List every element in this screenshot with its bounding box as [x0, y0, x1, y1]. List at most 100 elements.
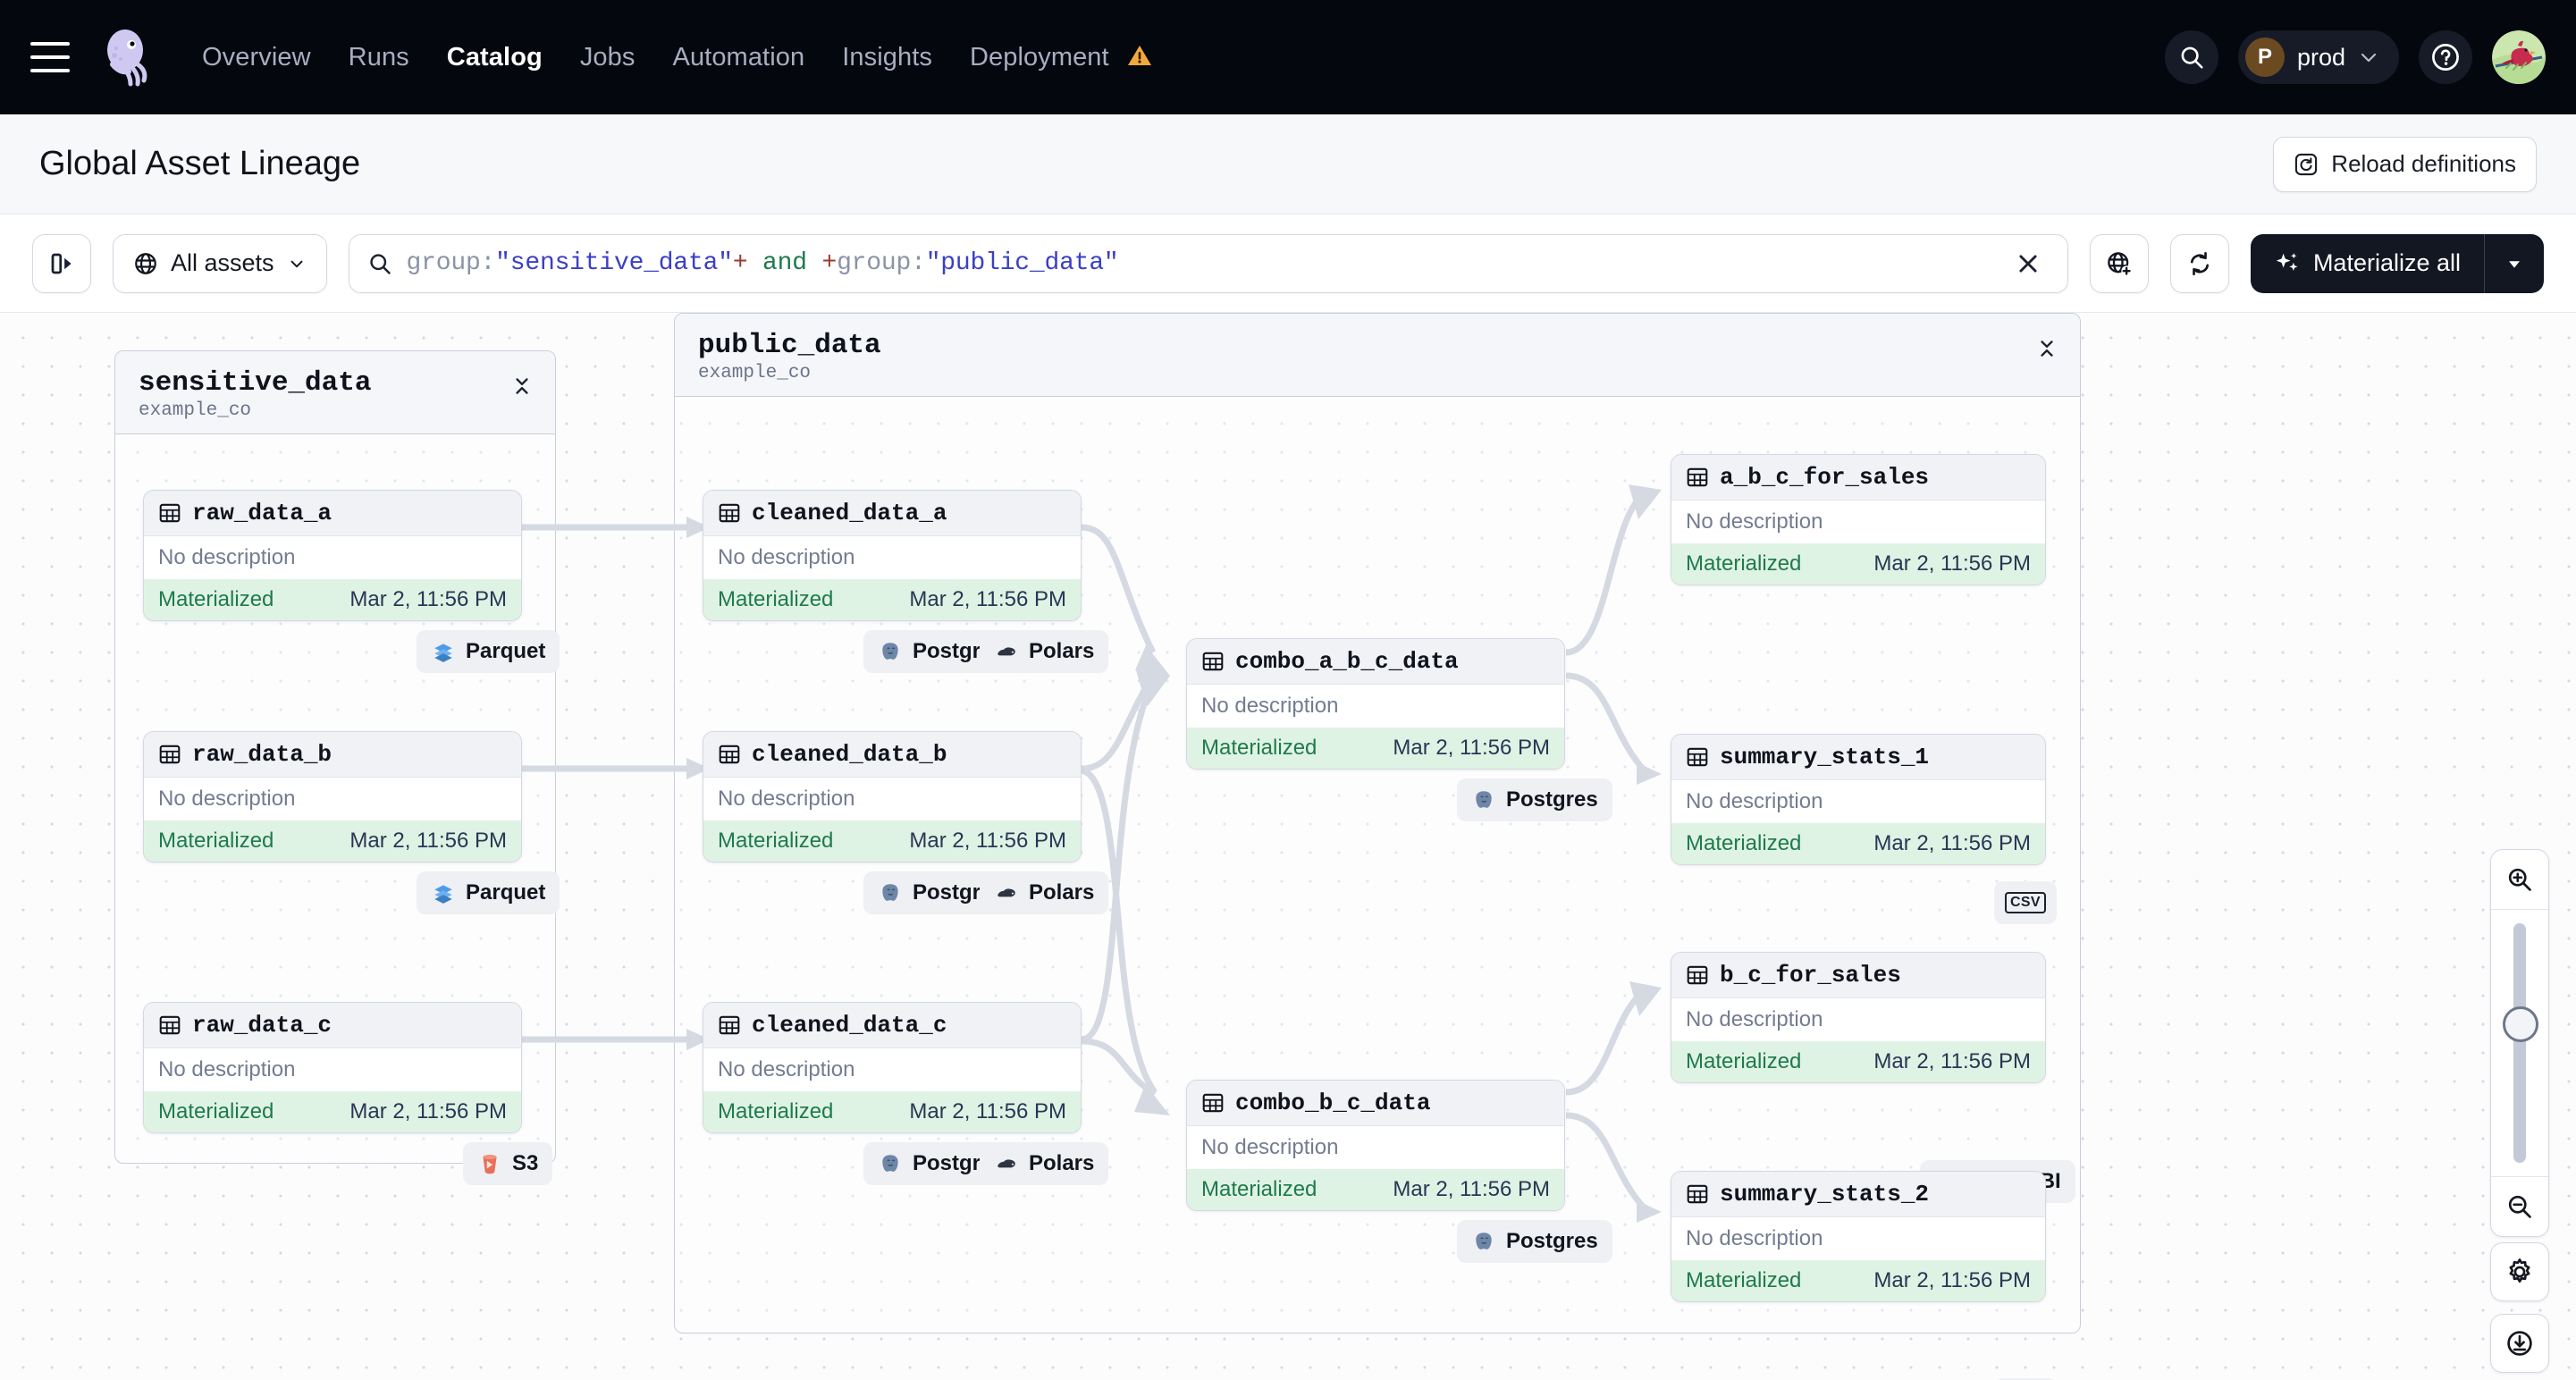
asset-tag-polars[interactable]: Polars: [980, 1142, 1109, 1185]
sidebar-toggle-button[interactable]: [32, 233, 91, 293]
nav-link-catalog[interactable]: Catalog: [446, 42, 543, 72]
materialize-options-button[interactable]: [2485, 234, 2544, 293]
asset-node-status: Materialized Mar 2, 11:56 PM: [1187, 1169, 1564, 1210]
user-avatar[interactable]: [2492, 30, 2546, 84]
asset-node-name: raw_data_a: [192, 500, 333, 526]
global-search-button[interactable]: [2164, 30, 2218, 84]
query-token-plus-2: +: [821, 249, 838, 277]
asset-node-summary-stats-1[interactable]: summary_stats_1 No description Materiali…: [1671, 734, 2046, 865]
reload-definitions-button[interactable]: Reload definitions: [2273, 136, 2537, 192]
asset-query-input[interactable]: group:"sensitive_data"+ and +group:"publ…: [348, 233, 2068, 293]
fit-to-view-button[interactable]: [2490, 1314, 2549, 1373]
asset-node-status-label: Materialized: [158, 587, 274, 611]
globe-add-button[interactable]: [2089, 233, 2149, 293]
asset-tag-csv[interactable]: CSV: [1994, 881, 2057, 924]
asset-node-raw-data-a[interactable]: raw_data_a No description Materialized M…: [143, 490, 522, 621]
lineage-toolbar: All assets group:"sensitive_data"+ and +…: [0, 215, 2576, 313]
asset-tag-polars[interactable]: Polars: [980, 630, 1109, 673]
help-button[interactable]: [2419, 30, 2472, 84]
asset-tag-csv[interactable]: CSV: [1994, 1378, 2057, 1380]
asset-lineage-canvas[interactable]: sensitive_data example_co public_data ex…: [0, 313, 2576, 1380]
asset-node-timestamp: Mar 2, 11:56 PM: [349, 829, 507, 853]
asset-node-name: combo_b_c_data: [1235, 1090, 1431, 1116]
caret-down-icon: [2509, 260, 2520, 268]
deployment-selector[interactable]: P prod: [2237, 30, 2399, 84]
nav-link-runs[interactable]: Runs: [348, 42, 409, 72]
asset-node-status: Materialized Mar 2, 11:56 PM: [144, 579, 521, 620]
asset-group-collapse-button[interactable]: [2035, 337, 2058, 365]
asset-node-timestamp: Mar 2, 11:56 PM: [1873, 551, 2031, 576]
zoom-slider-handle[interactable]: [2503, 1006, 2538, 1042]
asset-node-raw-data-b[interactable]: raw_data_b No description Materialized M…: [143, 731, 522, 862]
nav-link-insights[interactable]: Insights: [842, 42, 932, 72]
asset-node-timestamp: Mar 2, 11:56 PM: [909, 1099, 1066, 1123]
zoom-controls[interactable]: [2490, 849, 2549, 1237]
asset-group-name: public_data: [698, 330, 881, 361]
zoom-in-button[interactable]: [2491, 850, 2548, 909]
asset-node-cleaned-data-c[interactable]: cleaned_data_c No description Materializ…: [703, 1002, 1082, 1133]
asset-tag-postgres[interactable]: Postgres: [1457, 1220, 1612, 1263]
refresh-graph-button[interactable]: [2169, 233, 2229, 293]
asset-scope-dropdown[interactable]: All assets: [113, 233, 327, 293]
asset-tag-label: Polars: [1029, 1151, 1095, 1175]
dagster-logo[interactable]: [95, 25, 159, 89]
zoom-in-icon: [2508, 868, 2531, 891]
asset-node-name: raw_data_c: [192, 1012, 333, 1039]
zoom-slider-rail: [2513, 923, 2526, 1163]
materialize-all-button[interactable]: Materialize all: [2250, 233, 2544, 293]
asset-node-description: No description: [703, 1048, 1081, 1091]
asset-node-timestamp: Mar 2, 11:56 PM: [1393, 736, 1550, 760]
query-token-string-2: "public_data": [925, 249, 1119, 277]
zoom-slider[interactable]: [2491, 909, 2548, 1177]
graph-settings-button[interactable]: [2490, 1242, 2549, 1301]
nav-link-deployment[interactable]: Deployment: [970, 43, 1152, 72]
asset-node-a-b-c-for-sales[interactable]: a_b_c_for_sales No description Materiali…: [1671, 454, 2046, 585]
zoom-out-button[interactable]: [2491, 1177, 2548, 1236]
chevron-down-icon: [290, 260, 303, 267]
asset-tag-label: S3: [512, 1151, 539, 1175]
asset-node-description: No description: [1671, 1217, 2045, 1260]
collapse-icon: [2041, 341, 2053, 357]
asset-node-raw-data-c[interactable]: raw_data_c No description Materialized M…: [143, 1002, 522, 1133]
top-navigation-bar: Overview Runs Catalog Jobs Automation In…: [0, 0, 2576, 114]
asset-node-status-label: Materialized: [158, 1099, 274, 1123]
asset-node-combo-a-b-c-data[interactable]: combo_a_b_c_data No description Material…: [1186, 638, 1565, 770]
nav-right-cluster: P prod: [2164, 0, 2546, 114]
deployment-name: prod: [2296, 43, 2345, 71]
nav-link-overview[interactable]: Overview: [202, 42, 311, 72]
asset-node-name: summary_stats_2: [1720, 1181, 1930, 1208]
nav-link-automation[interactable]: Automation: [672, 42, 805, 72]
table-icon: [719, 503, 740, 523]
query-token-key-1: group:: [406, 249, 496, 277]
asset-node-header: cleaned_data_a: [703, 491, 1081, 536]
panel-expand-icon: [51, 253, 72, 273]
materialize-all-main[interactable]: Materialize all: [2251, 234, 2484, 293]
asset-tag-parquet[interactable]: Parquet: [417, 630, 560, 673]
close-icon: [2019, 254, 2037, 273]
clear-query-button[interactable]: [2007, 242, 2050, 285]
cardinal-bird-avatar: [2492, 30, 2546, 84]
hamburger-menu-icon[interactable]: [30, 42, 70, 72]
asset-node-description: No description: [144, 536, 521, 579]
asset-node-header: cleaned_data_b: [703, 732, 1081, 778]
asset-node-cleaned-data-a[interactable]: cleaned_data_a No description Materializ…: [703, 490, 1082, 621]
table-icon: [159, 1015, 181, 1035]
asset-node-b-c-for-sales[interactable]: b_c_for_sales No description Materialize…: [1671, 952, 2046, 1083]
asset-node-header: summary_stats_2: [1671, 1172, 2045, 1217]
nav-link-jobs[interactable]: Jobs: [579, 42, 636, 72]
asset-node-summary-stats-2[interactable]: summary_stats_2 No description Materiali…: [1671, 1171, 2046, 1302]
asset-tag-label: Parquet: [466, 639, 546, 663]
asset-tag-polars[interactable]: Polars: [980, 871, 1109, 914]
asset-tag-postgres[interactable]: Postgres: [1457, 778, 1612, 821]
gear-icon: [2509, 1258, 2530, 1283]
asset-tag-s3[interactable]: S3: [463, 1142, 553, 1185]
asset-node-combo-b-c-data[interactable]: combo_b_c_data No description Materializ…: [1186, 1080, 1565, 1211]
warning-triangle-icon: [1127, 45, 1151, 65]
asset-group-collapse-button[interactable]: [510, 374, 534, 402]
query-token-plus-1: +: [732, 249, 748, 277]
asset-node-name: cleaned_data_b: [752, 741, 947, 768]
asset-node-status-label: Materialized: [718, 587, 834, 611]
asset-tag-parquet[interactable]: Parquet: [417, 871, 560, 914]
asset-node-status: Materialized Mar 2, 11:56 PM: [703, 820, 1081, 862]
asset-node-cleaned-data-b[interactable]: cleaned_data_b No description Materializ…: [703, 731, 1082, 862]
